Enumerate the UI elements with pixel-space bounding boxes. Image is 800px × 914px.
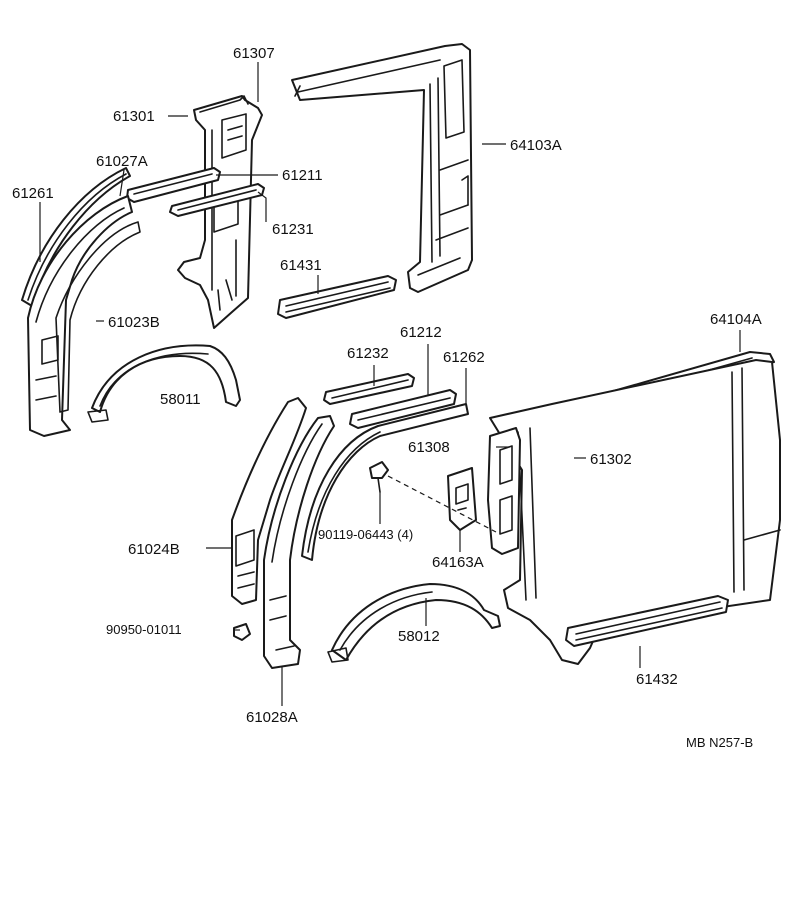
pillar-61307 (177, 95, 263, 329)
panel-64103a (291, 43, 473, 293)
label-61261: 61261 (12, 185, 54, 202)
bolt-90119 (369, 461, 389, 493)
label-61431: 61431 (280, 257, 322, 274)
label-64104a: 64104A (710, 311, 762, 328)
label-61023b: 61023B (108, 314, 160, 331)
label-64163a: 64163A (432, 554, 484, 571)
rail-61212 (349, 389, 457, 429)
label-90950: 90950-01011 (106, 622, 182, 637)
label-61307: 61307 (233, 45, 275, 62)
label-58012: 58012 (398, 628, 440, 645)
label-61231: 61231 (272, 221, 314, 238)
leader-lines (39, 62, 741, 706)
label-64103a: 64103A (510, 137, 562, 154)
pillar-61024b (231, 397, 307, 605)
label-90119: 90119-06443 (4) (318, 527, 413, 542)
pillar-61028a (263, 415, 335, 669)
label-61262: 61262 (443, 349, 485, 366)
fastener-line (387, 475, 497, 533)
label-61028a: 61028A (246, 709, 298, 726)
clip-90950 (233, 623, 251, 641)
sill-61431 (277, 275, 397, 319)
arch-58012 (327, 583, 501, 663)
label-61301: 61301 (113, 108, 155, 125)
label-61024b: 61024B (128, 541, 180, 558)
pillar-61023b (27, 195, 141, 437)
bracket-64163a (447, 467, 477, 531)
label-61432: 61432 (636, 671, 678, 688)
rail-61232 (323, 373, 415, 405)
label-61302: 61302 (590, 451, 632, 468)
label-61308: 61308 (408, 439, 450, 456)
label-61232: 61232 (347, 345, 389, 362)
diagram-code: MB N257-B (686, 735, 753, 750)
label-61211: 61211 (282, 167, 323, 184)
sill-61432 (565, 595, 729, 647)
label-61027a: 61027A (96, 153, 148, 170)
arch-61262 (301, 403, 469, 561)
arch-58011 (87, 344, 241, 423)
label-58011: 58011 (160, 391, 201, 408)
label-61212: 61212 (400, 324, 442, 341)
